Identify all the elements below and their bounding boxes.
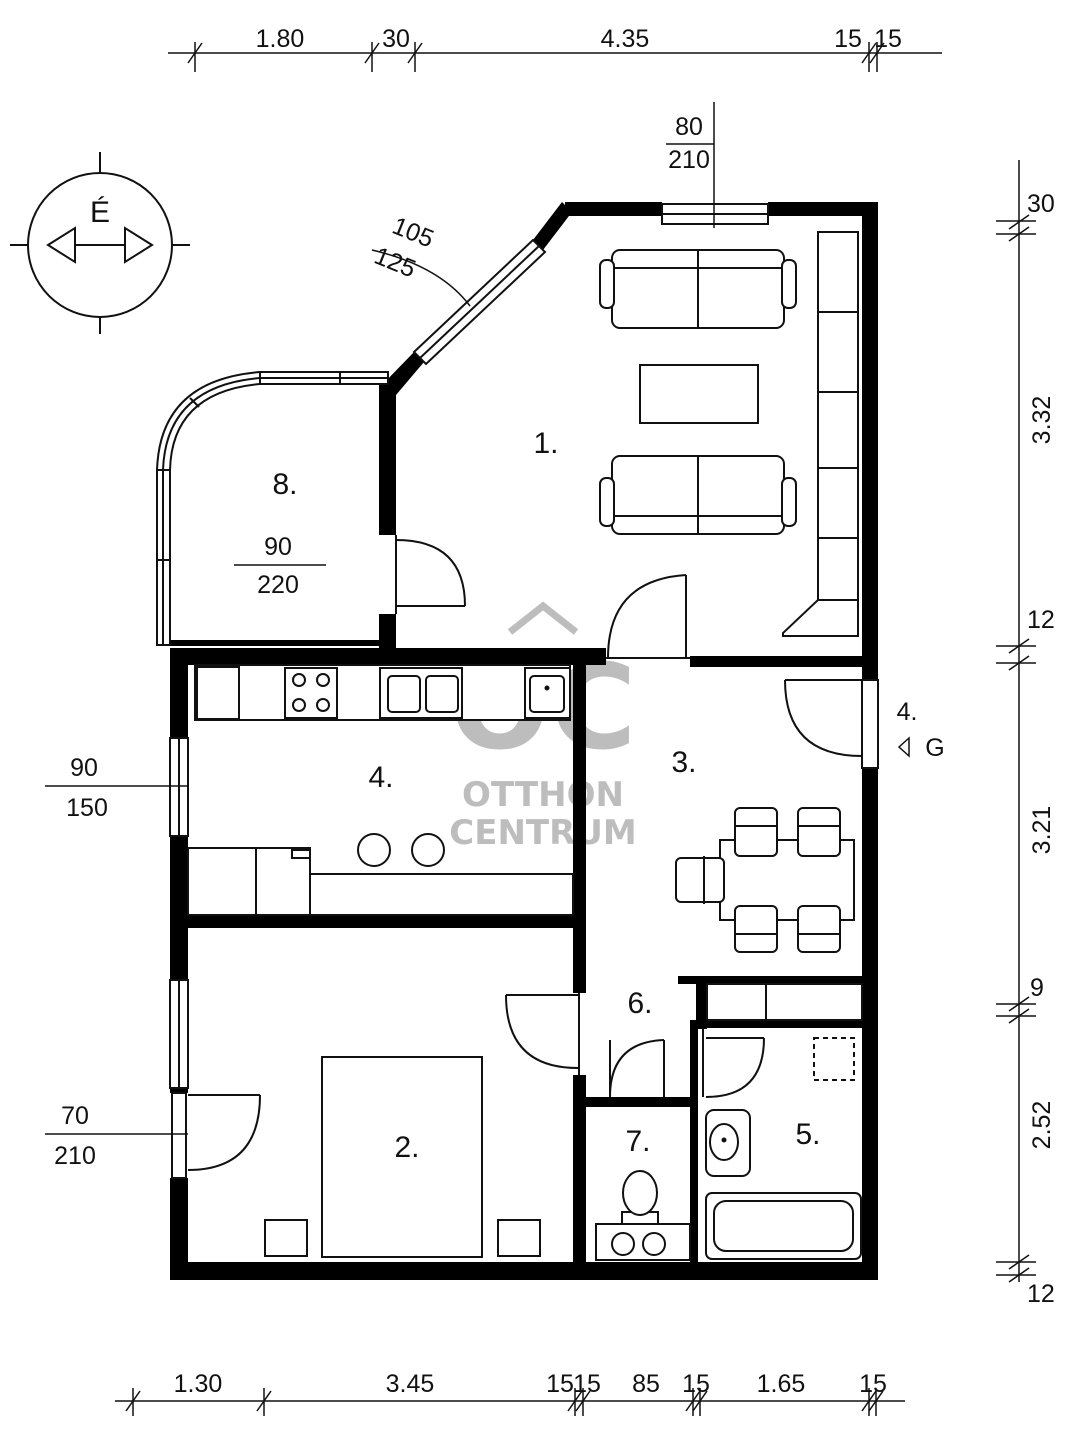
room-label-5: 5. [795, 1118, 820, 1151]
right-dim-2: 3.32 [1028, 396, 1056, 445]
right-dim-4: 3.21 [1028, 806, 1056, 855]
room-label-6: 6. [627, 987, 652, 1020]
bottom-dim-3: 15 [546, 1370, 574, 1398]
left-door-width: 70 [61, 1102, 89, 1130]
right-dim-3: 12 [1027, 606, 1055, 634]
left-door-height: 210 [54, 1142, 96, 1170]
bottom-dim-7: 1.65 [757, 1370, 806, 1398]
room-label-4: 4. [368, 761, 393, 794]
bottom-dim-2: 3.45 [386, 1370, 435, 1398]
top-dim-2: 30 [382, 25, 410, 53]
entrance-letter: G [925, 734, 944, 762]
right-dimension-line [996, 160, 1036, 1283]
bottom-dim-1: 1.30 [174, 1370, 223, 1398]
top-window-width: 80 [675, 113, 703, 141]
bottom-dim-6: 15 [682, 1370, 710, 1398]
room8-door-width: 90 [264, 533, 292, 561]
furniture [187, 231, 863, 1261]
left-window-width: 90 [70, 754, 98, 782]
room-label-7: 7. [625, 1125, 650, 1158]
bottom-dim-8: 15 [859, 1370, 887, 1398]
right-dim-1: 30 [1027, 190, 1055, 218]
room8-door-height: 220 [257, 571, 299, 599]
watermark-line2: CENTRUM [449, 813, 636, 853]
room-label-2: 2. [394, 1131, 419, 1164]
watermark-line1: OTTHON [462, 775, 624, 815]
room-label-8: 8. [272, 468, 297, 501]
right-dim-5: 9 [1030, 974, 1044, 1002]
room-label-3: 3. [671, 746, 696, 779]
top-dim-4: 15 [834, 25, 862, 53]
diag-window-height: 125 [370, 242, 419, 284]
bottom-dimension-line [115, 1388, 905, 1416]
doors [187, 535, 863, 1171]
compass-icon [10, 152, 190, 334]
entrance-room-label: 4. [897, 698, 918, 726]
compass-letter: É [90, 196, 110, 229]
top-dim-3: 4.35 [601, 25, 650, 53]
top-window-height: 210 [668, 146, 710, 174]
windows [156, 203, 879, 1179]
right-dim-6: 2.52 [1028, 1101, 1056, 1150]
bottom-dim-5: 85 [632, 1370, 660, 1398]
right-dim-7: 12 [1027, 1280, 1055, 1308]
top-dim-5: 15 [874, 25, 902, 53]
top-dimension-line [168, 42, 942, 72]
left-window-height: 150 [66, 794, 108, 822]
bottom-dim-4: 15 [573, 1370, 601, 1398]
room-label-1: 1. [533, 427, 558, 460]
opening-annotations [45, 102, 910, 1135]
top-dim-1: 1.80 [256, 25, 305, 53]
walls [157, 202, 878, 1280]
